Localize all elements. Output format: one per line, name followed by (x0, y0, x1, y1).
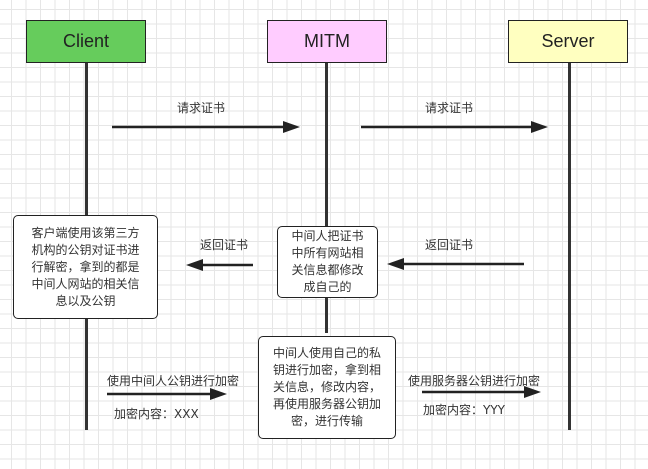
client-actor[interactable]: Client (26, 20, 146, 63)
mitm-actor-label: MITM (304, 31, 350, 51)
client-decrypt-note[interactable]: 客户端使用该第三方 机构的公钥对证书进 行解密，拿到的都是 中间人网站的相关信 … (13, 215, 158, 319)
client-actor-label: Client (62, 31, 110, 51)
server-actor[interactable]: Server (508, 20, 628, 63)
mitm-modify-cert-note[interactable]: 中间人把证书 中所有网站相 关信息都修改 成自己的 (277, 226, 378, 298)
message-label-request-2: 请求证书 (425, 101, 474, 115)
message-sublabel-encrypt-mitm: 加密内容：YYY (423, 403, 505, 417)
mitm-lifeline (325, 63, 328, 333)
message-sublabel-encrypt-client: 加密内容：XXX (114, 407, 199, 421)
arrowhead-return-mitm-to-client (186, 259, 203, 271)
server-lifeline (568, 63, 571, 430)
arrowhead-return-server-to-mitm (387, 258, 404, 270)
arrowhead-encrypted-client-to-mitm (210, 388, 227, 400)
client-decrypt-note-text: 客户端使用该第三方 机构的公钥对证书进 行解密，拿到的都是 中间人网站的相关信 … (31, 225, 140, 308)
server-actor-label: Server (541, 31, 595, 51)
mitm-reencrypt-note-text: 中间人使用自己的私 钥进行加密，拿到相 关信息，修改内容， 再使用服务器公钥加 … (272, 346, 381, 428)
message-label-request-1: 请求证书 (177, 101, 226, 115)
arrowhead-request-client-to-mitm (283, 121, 300, 133)
message-label-return-1: 返回证书 (425, 238, 474, 252)
mitm-modify-cert-note-text: 中间人把证书 中所有网站相 关信息都修改 成自己的 (291, 229, 364, 294)
mitm-reencrypt-note[interactable]: 中间人使用自己的私 钥进行加密，拿到相 关信息，修改内容， 再使用服务器公钥加 … (258, 336, 396, 439)
message-label-encrypt-client: 使用中间人公钥进行加密 (107, 374, 240, 388)
message-label-encrypt-mitm: 使用服务器公钥进行加密 (408, 374, 541, 388)
mitm-actor[interactable]: MITM (267, 20, 387, 63)
arrowhead-request-mitm-to-server (531, 121, 548, 133)
message-label-return-2: 返回证书 (200, 238, 249, 252)
